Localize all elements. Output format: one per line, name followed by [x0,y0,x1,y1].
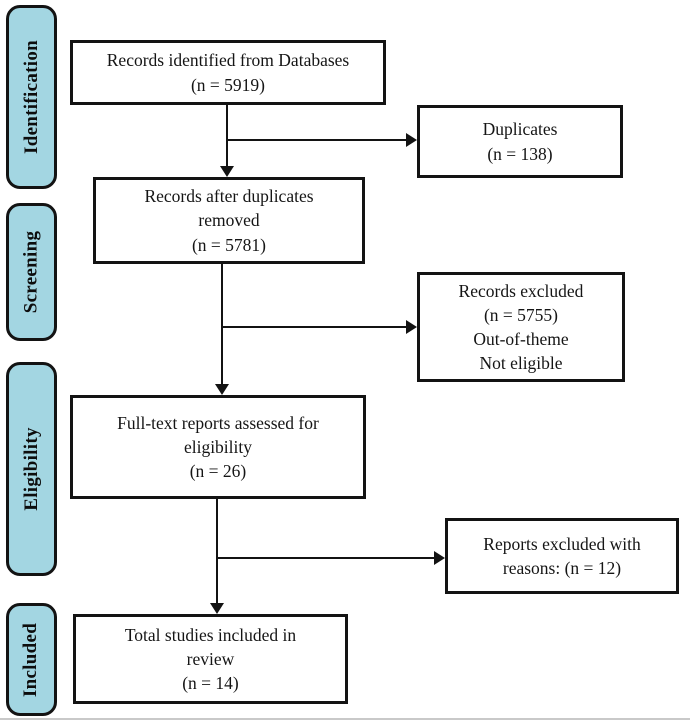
stage-included-label: Included [20,622,42,697]
stage-screening: Screening [6,203,57,341]
box-after-duplicates-removed: Records after duplicates removed (n = 57… [93,177,365,264]
box-reports-excluded: Reports excluded with reasons: (n = 12) [445,518,679,594]
arrowhead-down-icon-3 [210,603,224,614]
stage-eligibility: Eligibility [6,362,57,576]
arrow-line-identified-to-after-duplicates [226,104,228,167]
box-records-excluded: Records excluded (n = 5755) Out-of-theme… [417,272,625,382]
stage-identification: Identification [6,5,57,189]
box-total-included: Total studies included in review (n = 14… [73,614,348,704]
box-records-excluded-text: Records excluded (n = 5755) Out-of-theme… [458,280,584,374]
box-fulltext-assessed: Full-text reports assessed for eligibili… [70,395,366,499]
arrow-line-branch-to-duplicates [227,139,406,141]
box-after-duplicates-removed-text: Records after duplicates removed (n = 57… [144,186,314,255]
stage-screening-label: Screening [20,230,42,314]
arrow-line-after-duplicates-to-fulltext [221,263,223,385]
arrow-line-fulltext-to-total-included [216,498,218,604]
stage-included: Included [6,603,57,716]
stage-eligibility-label: Eligibility [20,427,42,511]
box-duplicates: Duplicates (n = 138) [417,105,623,178]
box-duplicates-text: Duplicates (n = 138) [482,119,558,164]
arrowhead-down-icon-1 [220,166,234,177]
arrowhead-down-icon-2 [215,384,229,395]
box-records-identified-text: Records identified from Databases (n = 5… [106,50,350,95]
box-total-included-text: Total studies included in review (n = 14… [124,624,297,694]
arrowhead-right-icon-1 [406,133,417,147]
figure-bottom-rule [0,718,690,720]
arrow-line-branch-to-reports-excluded [217,557,435,559]
arrowhead-right-icon-3 [434,551,445,565]
box-reports-excluded-text: Reports excluded with reasons: (n = 12) [483,533,641,578]
box-fulltext-assessed-text: Full-text reports assessed for eligibili… [117,412,319,482]
arrowhead-right-icon-2 [406,320,417,334]
stage-identification-label: Identification [20,40,42,154]
arrow-line-branch-to-records-excluded [222,326,406,328]
box-records-identified: Records identified from Databases (n = 5… [70,40,386,105]
